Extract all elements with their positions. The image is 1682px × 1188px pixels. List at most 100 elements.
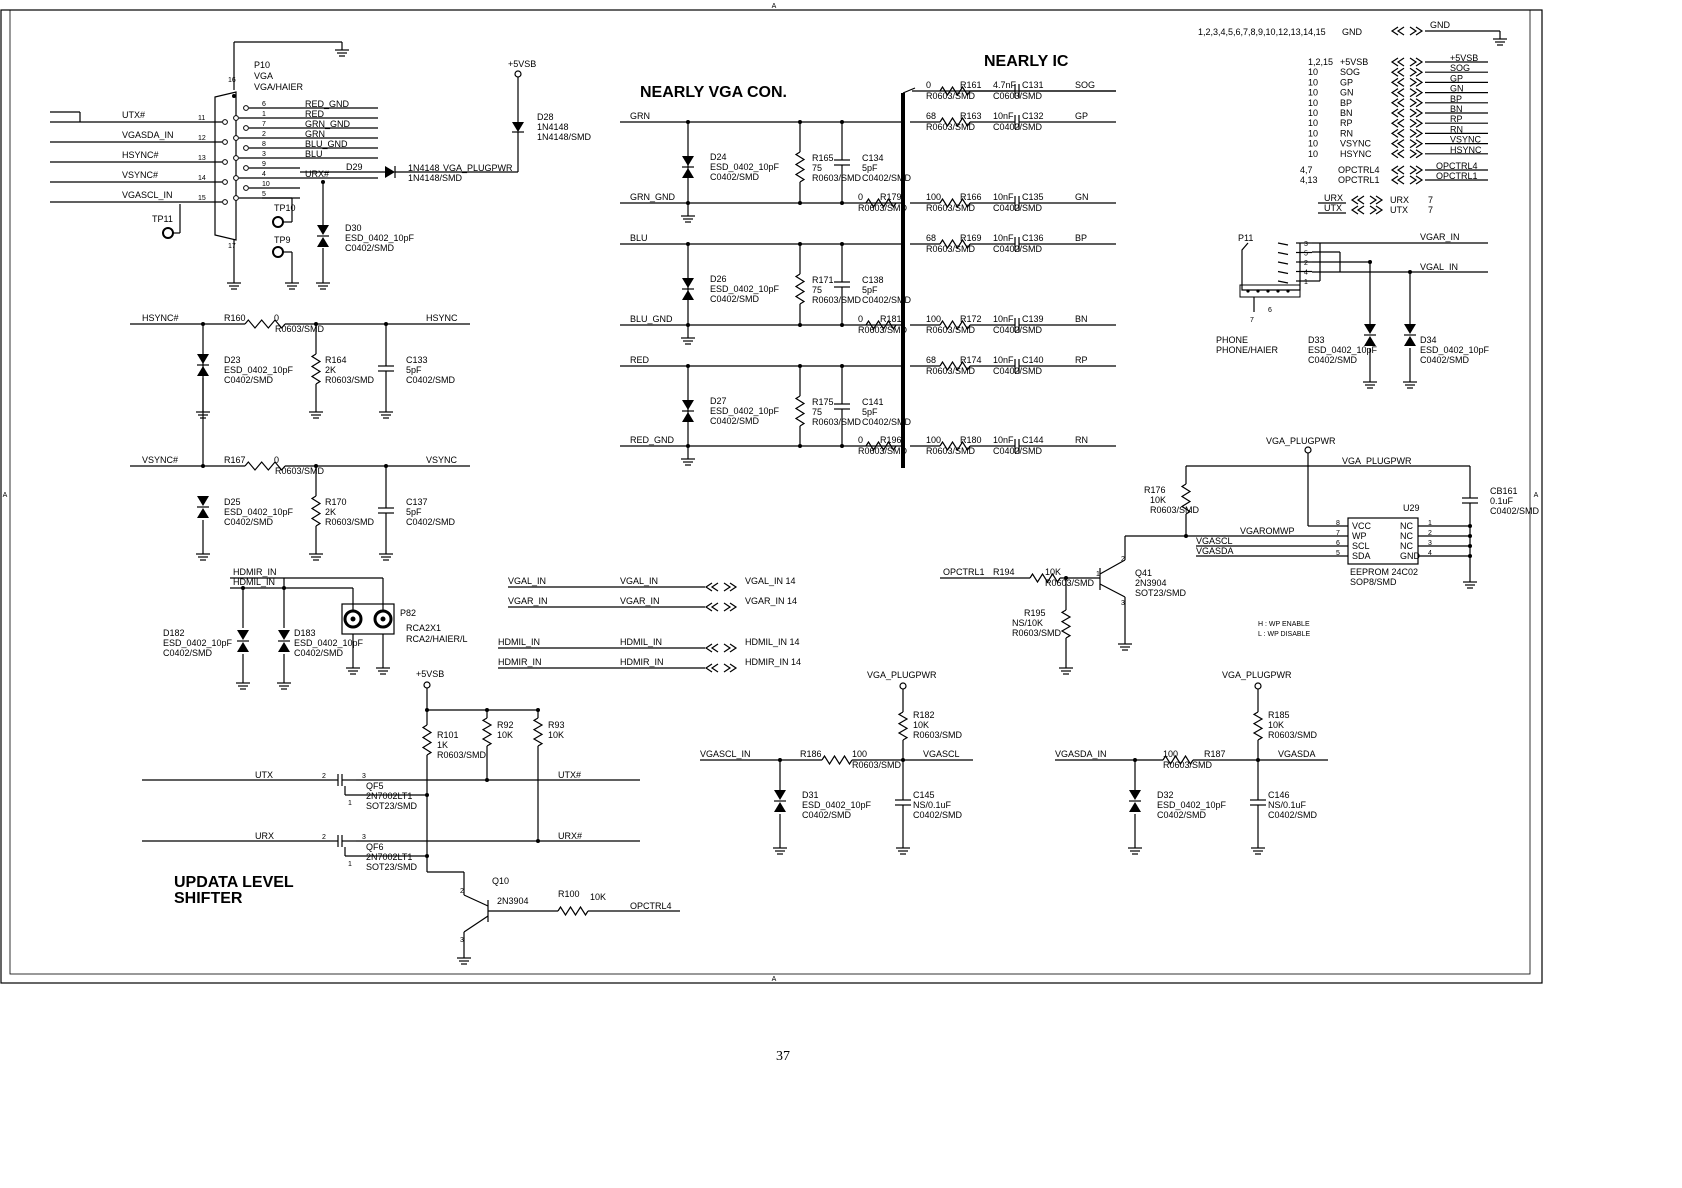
utx-bar-label: UTX# bbox=[558, 770, 581, 780]
junction-dot bbox=[425, 793, 429, 797]
diode-triangle bbox=[317, 237, 329, 247]
i2c-series-ref: R186 bbox=[800, 749, 822, 759]
resistor-symbol bbox=[557, 905, 589, 917]
offpage-arrow bbox=[1390, 108, 1399, 118]
offpage-arrow bbox=[1415, 67, 1424, 77]
r100-value: 10K bbox=[590, 892, 606, 902]
frame-mark-right: A bbox=[1534, 492, 1539, 499]
q10-value: 2N3904 bbox=[497, 896, 529, 906]
i2c-pullup-value: 10K bbox=[913, 720, 929, 730]
ic-cap-ref: C136 bbox=[1022, 233, 1044, 243]
ic-cap-package: C0402/SMD bbox=[993, 244, 1043, 254]
pin-signal-label: GRN bbox=[305, 129, 325, 139]
heading-level-shifter-1: UPDATA LEVEL bbox=[174, 874, 294, 891]
offpage-arrow bbox=[1396, 165, 1405, 175]
rgb-diode-package: C0402/SMD bbox=[710, 416, 760, 426]
d29-ref: D29 bbox=[346, 162, 363, 172]
port-name: BN bbox=[1340, 108, 1353, 118]
offpage-arrow bbox=[1409, 77, 1418, 87]
pin-signal-label: URX# bbox=[305, 169, 329, 179]
q41-package: SOT23/SMD bbox=[1135, 588, 1187, 598]
eeprom-chip-body bbox=[1347, 517, 1419, 565]
gnd-pins-list: 1,2,3,4,5,6,7,8,9,10,12,13,14,15 bbox=[1198, 27, 1326, 37]
phone-jack-contact bbox=[1286, 289, 1290, 293]
opc-pin-number: 4,7 bbox=[1300, 165, 1313, 175]
left-net-label: UTX# bbox=[122, 110, 145, 120]
pin-signal-label: GRN_GND bbox=[305, 119, 351, 129]
q10-pin: 3 bbox=[460, 937, 464, 944]
i2c-input-label: VGASCL_IN bbox=[700, 749, 751, 759]
ic-resistor-value: 68 bbox=[926, 355, 936, 365]
offpage-arrow bbox=[1396, 118, 1405, 128]
left-net-label: VGASCL_IN bbox=[122, 190, 173, 200]
mosfet-pin: 2 bbox=[322, 773, 326, 780]
resistor-symbol bbox=[421, 724, 433, 756]
testpoint bbox=[272, 246, 284, 258]
p82-package: RCA2/HAIER/L bbox=[406, 634, 468, 644]
ic-cap-value: 10nF bbox=[993, 314, 1014, 324]
port-name: RP bbox=[1340, 118, 1353, 128]
eeprom-pin-number: 4 bbox=[1428, 550, 1432, 557]
opc-port-name: OPCTRL1 bbox=[1338, 175, 1380, 185]
pin-number: 6 bbox=[262, 101, 266, 108]
pin-signal-label: RED_GND bbox=[305, 99, 350, 109]
rgb-cap-package: C0402/SMD bbox=[862, 295, 912, 305]
sync-diode-value: ESD_0402_10pF bbox=[224, 507, 294, 517]
offpage-arrow bbox=[1396, 149, 1405, 159]
eeprom-pin-name: NC bbox=[1400, 541, 1413, 551]
ic-resistor-package: R0603/SMD bbox=[926, 446, 976, 456]
offpage-arrow bbox=[1390, 26, 1399, 36]
port-name: RN bbox=[1340, 128, 1353, 138]
d29-package: 1N4148/SMD bbox=[408, 173, 463, 183]
ic-resistor-value: 100 bbox=[926, 192, 941, 202]
eeprom-pin-name: GND bbox=[1400, 551, 1421, 561]
eeprom-pin-number: 3 bbox=[1428, 540, 1432, 547]
mosfet-ref: QF6 bbox=[366, 842, 384, 852]
eeprom-pin-number: 6 bbox=[1336, 540, 1340, 547]
uart-left-label: UTX bbox=[1324, 203, 1342, 213]
pin-number: 10 bbox=[262, 181, 270, 188]
phone-jack-contact bbox=[1266, 289, 1270, 293]
d30-package: C0402/SMD bbox=[345, 243, 395, 253]
testpoint bbox=[272, 216, 284, 228]
resistor-symbol bbox=[865, 440, 897, 452]
sync-pulldown-ref: R170 bbox=[325, 497, 347, 507]
offpage-arrow bbox=[1390, 77, 1399, 87]
d182-value: ESD_0402_10pF bbox=[163, 638, 233, 648]
junction-dot bbox=[1468, 544, 1472, 548]
eeprom-pin-number: 2 bbox=[1428, 530, 1432, 537]
phone-pin7: 7 bbox=[1250, 317, 1254, 324]
resistor-symbol bbox=[939, 116, 971, 128]
ic-net-label: BN bbox=[1075, 314, 1088, 324]
diode-triangle bbox=[197, 508, 209, 518]
ic-net-label: GN bbox=[1075, 192, 1089, 202]
p82-ref: P82 bbox=[400, 608, 416, 618]
diode-triangle bbox=[385, 166, 395, 178]
testpoint bbox=[162, 227, 174, 239]
i2c-diode-value: ESD_0402_10pF bbox=[802, 800, 872, 810]
rgb-diode-package: C0402/SMD bbox=[710, 294, 760, 304]
phone-pin-number: 3 bbox=[1304, 241, 1308, 248]
resistor-symbol bbox=[794, 395, 806, 427]
pin-number: 16 bbox=[228, 77, 236, 84]
diode-triangle bbox=[237, 642, 249, 652]
sync-diode-ref: D25 bbox=[224, 497, 241, 507]
resistor-symbol bbox=[244, 319, 286, 329]
cb161-value: 0.1uF bbox=[1490, 496, 1514, 506]
ic-resistor-package: R0603/SMD bbox=[926, 244, 976, 254]
ic-resistor-ref: R180 bbox=[960, 435, 982, 445]
offpage-arrow bbox=[1415, 77, 1424, 87]
i2c-output-label: VGASDA bbox=[1278, 749, 1316, 759]
rgb-cap-ref: C134 bbox=[862, 153, 884, 163]
r195-ref: R195 bbox=[1024, 608, 1046, 618]
rgb-cap-package: C0402/SMD bbox=[862, 173, 912, 183]
diode-triangle bbox=[1404, 324, 1416, 334]
ic-cap-value: 10nF bbox=[993, 111, 1014, 121]
npn-collector bbox=[463, 894, 489, 907]
offpage-arrow bbox=[1350, 195, 1359, 205]
pin-signal-label: BLU bbox=[305, 149, 323, 159]
offpage-left-label: HDMIR_IN bbox=[498, 657, 542, 667]
ic-cap-ref: C140 bbox=[1022, 355, 1044, 365]
port-net-label: HSYNC bbox=[1450, 145, 1482, 155]
offpage-arrow bbox=[1409, 57, 1418, 67]
